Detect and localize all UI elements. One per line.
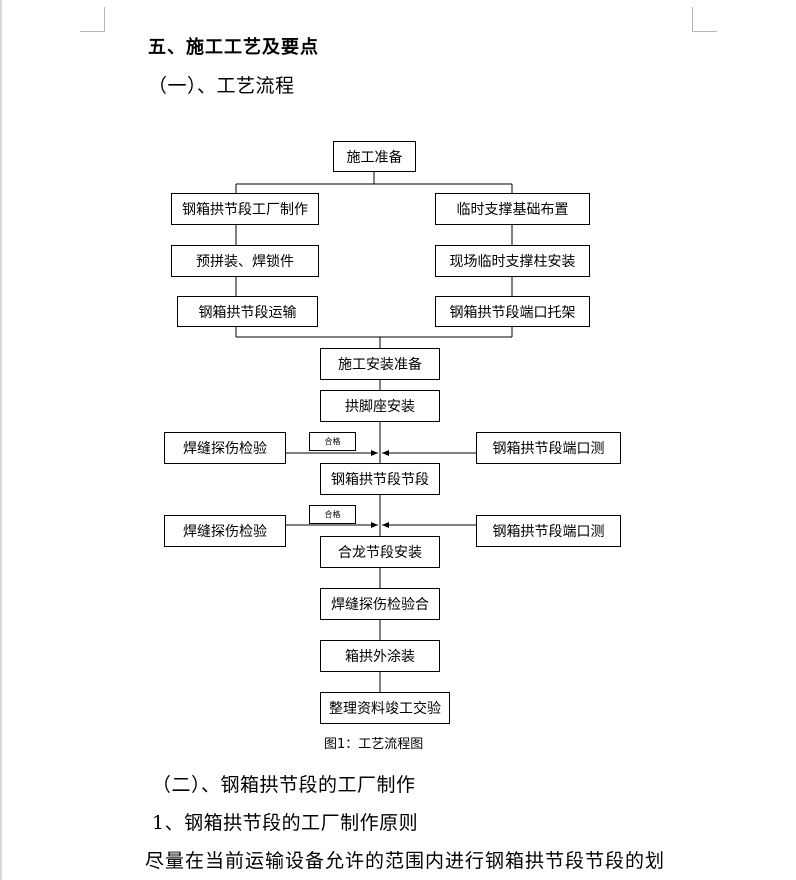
flow-box-center-2: 拱脚座安装: [320, 390, 440, 422]
flow-box-side-left-1: 焊缝探伤检验: [164, 432, 286, 464]
flow-box-side-right-1: 钢箱拱节段端口测: [476, 432, 621, 464]
flow-box-center-4: 合龙节段安装: [320, 536, 440, 568]
pass-label-2: 合格: [309, 505, 356, 524]
subsection-title-process: （一）、工艺流程: [148, 75, 295, 97]
flow-box-center-6: 箱拱外涂装: [320, 640, 440, 672]
flow-box-right-2: 现场临时支撑柱安装: [435, 245, 590, 277]
flow-box-right-3: 钢箱拱节段端口托架: [435, 296, 590, 327]
body-paragraph: 尽量在当前运输设备允许的范围内进行钢箱拱节段节段的划: [145, 850, 666, 872]
pass-label-1: 合格: [309, 432, 356, 451]
flow-box-left-2: 预拼装、焊锁件: [171, 245, 319, 277]
flow-box-start: 施工准备: [333, 141, 416, 172]
flow-box-center-3: 钢箱拱节段节段: [320, 463, 440, 495]
section-heading: 五、施工工艺及要点: [148, 37, 319, 58]
figure-caption: 图1：工艺流程图: [324, 737, 424, 752]
flow-box-center-5: 焊缝探伤检验合: [320, 588, 440, 620]
flow-box-side-left-2: 焊缝探伤检验: [164, 515, 286, 547]
flow-box-center-1: 施工安装准备: [320, 348, 440, 380]
numbered-heading: 1、钢箱拱节段的工厂制作原则: [152, 812, 419, 834]
crop-mark-top-left: [80, 7, 105, 32]
flow-box-center-7: 整理资料竣工交验: [320, 692, 450, 724]
crop-mark-top-right: [692, 7, 717, 32]
page-edge: [0, 0, 2, 880]
subsection-title-fabrication: （二）、钢箱拱节段的工厂制作: [152, 774, 416, 796]
flow-box-left-3: 钢箱拱节段运输: [177, 296, 318, 327]
flow-box-right-1: 临时支撑基础布置: [435, 193, 590, 225]
flow-box-side-right-2: 钢箱拱节段端口测: [476, 515, 621, 547]
flow-box-left-1: 钢箱拱节段工厂制作: [171, 193, 319, 225]
